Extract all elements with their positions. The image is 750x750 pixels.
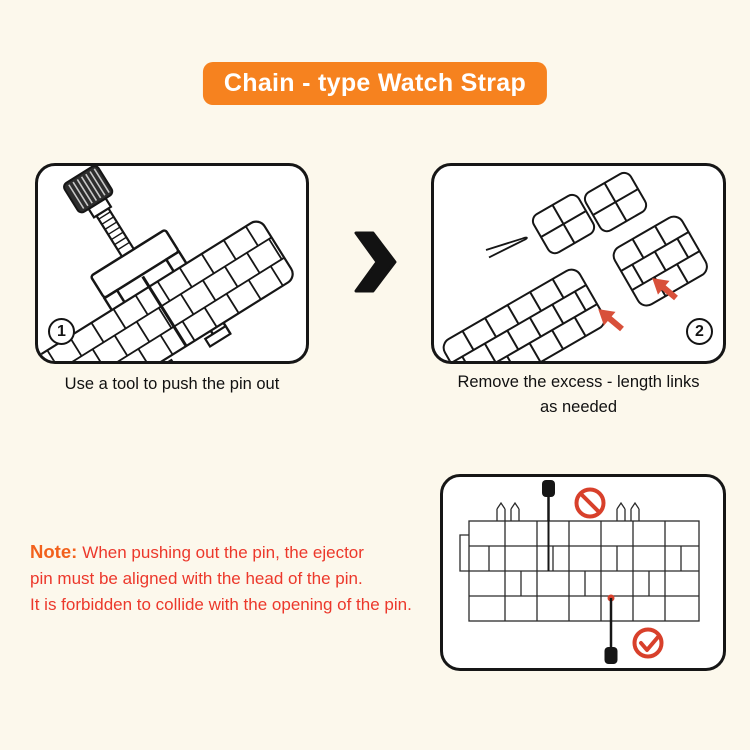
pin-alignment-diagram-panel [440, 474, 726, 671]
note-block: Note:When pushing out the pin, the eject… [30, 539, 412, 618]
check-icon [632, 627, 664, 659]
note-label: Note: [30, 541, 78, 562]
red-arrow-icons [598, 278, 678, 332]
note-line2: pin must be aligned with the head of the… [30, 569, 363, 588]
loose-pin-illustration [485, 236, 528, 259]
pin-removal-tool-illustration [38, 166, 294, 361]
note-line3: It is forbidden to collide with the open… [30, 595, 412, 614]
prohibition-icon [574, 487, 606, 519]
band-cross-section [459, 501, 700, 622]
chevron-right-icon [354, 231, 397, 293]
separated-links-illustration [442, 171, 708, 361]
title-banner: Chain - type Watch Strap [202, 62, 548, 105]
step2-caption: Remove the excess - length links as need… [431, 370, 726, 420]
step1-caption: Use a tool to push the pin out [64, 375, 280, 393]
step2-caption-line1: Remove the excess - length links [457, 373, 700, 391]
step2-panel: 2 [431, 163, 726, 364]
step2-caption-line2: as needed [539, 398, 618, 416]
note-line1-text: When pushing out the pin, the ejector [82, 543, 364, 562]
step1-panel: 1 [35, 163, 309, 364]
note-line1: Note:When pushing out the pin, the eject… [30, 539, 412, 566]
step2-number-badge: 2 [686, 318, 713, 345]
pin-alignment-diagram [459, 480, 700, 664]
top-ejector-pin [542, 480, 555, 571]
bottom-ejector-pin [604, 594, 618, 664]
page-title: Chain - type Watch Strap [223, 69, 527, 97]
step1-number-badge: 1 [48, 318, 75, 345]
